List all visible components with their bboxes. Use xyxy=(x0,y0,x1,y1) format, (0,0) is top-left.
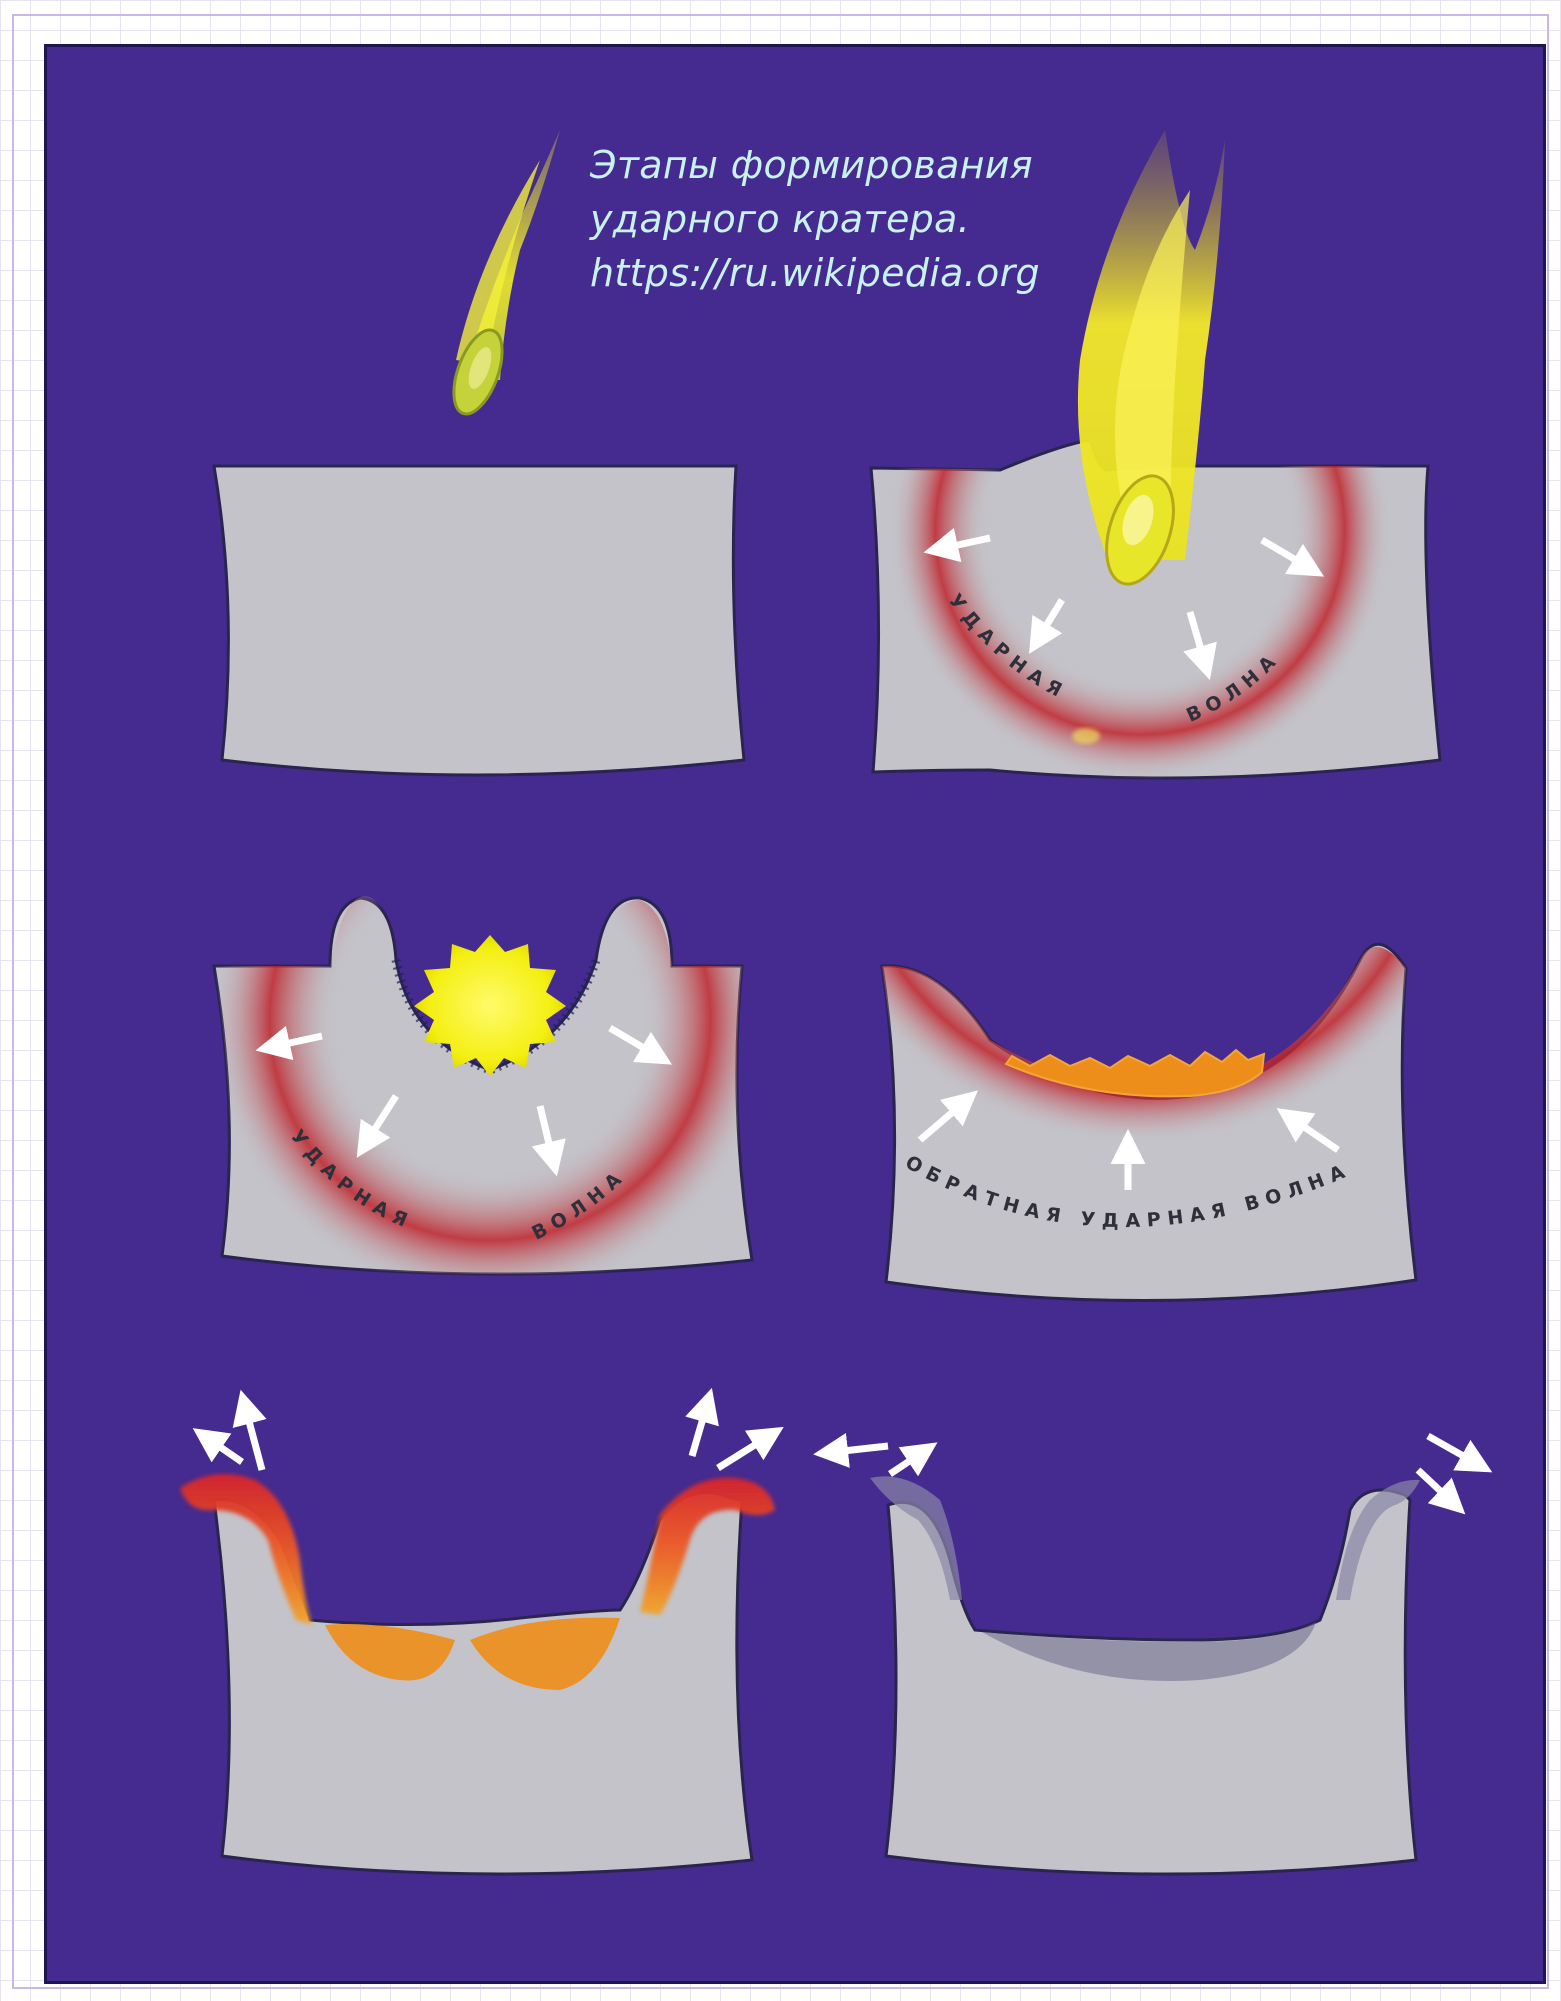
diagram-caption: Этапы формирования ударного кратера. htt… xyxy=(590,138,1110,300)
ground-block-6 xyxy=(886,1490,1416,1874)
ejecta-arrow xyxy=(890,1454,920,1474)
panel-ejecta-hot xyxy=(180,1474,775,1874)
ground-block-1 xyxy=(214,466,744,775)
ejecta-arrow xyxy=(1428,1436,1474,1462)
panel-explosion xyxy=(200,880,760,1280)
caption-line-1: Этапы формирования xyxy=(590,138,1110,192)
panel-ejecta-cooled xyxy=(870,1476,1420,1874)
ejecta-arrow xyxy=(834,1446,888,1452)
panel-reverse-shock xyxy=(870,930,1430,1330)
ejecta-arrow xyxy=(210,1440,242,1462)
caption-line-2: ударного кратера. xyxy=(590,192,1110,246)
ejecta-arrow xyxy=(1418,1470,1450,1500)
caption-source-link: https://ru.wikipedia.org xyxy=(590,246,1110,300)
ejecta-arrow xyxy=(718,1438,766,1468)
ejecta-arrow xyxy=(246,1410,262,1470)
meteor-small xyxy=(444,130,560,420)
ejecta-arrow xyxy=(692,1408,706,1456)
